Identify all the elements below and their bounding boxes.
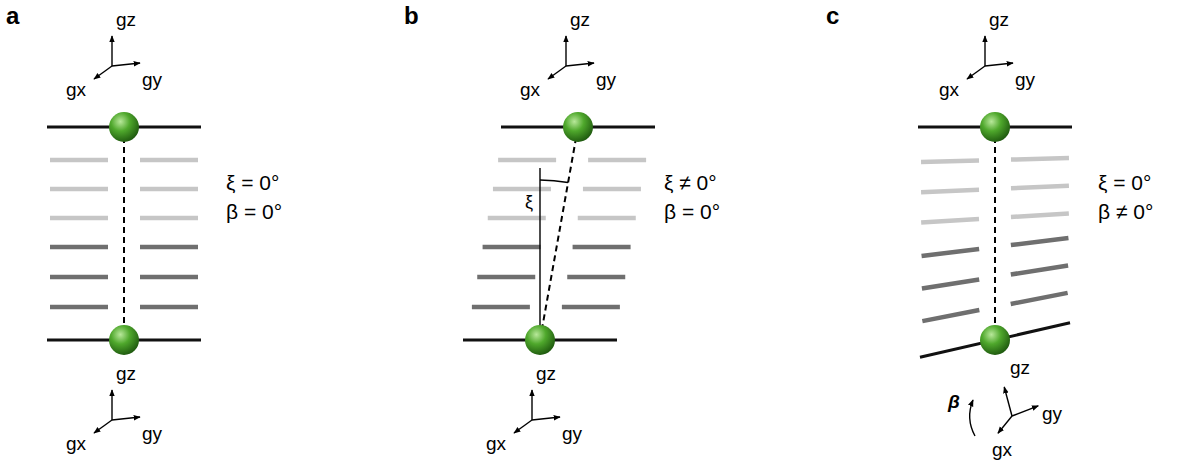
angle-symbol: β — [948, 392, 960, 411]
layer-bar — [1011, 186, 1069, 189]
spin-sphere — [980, 325, 1010, 355]
angle-value: ξ ≠ 0° — [664, 172, 717, 193]
layer-bar — [921, 219, 979, 223]
spin-sphere — [980, 112, 1010, 142]
layer-bar — [140, 275, 198, 280]
layer-bar — [1011, 293, 1068, 304]
axis-label: gy — [1042, 404, 1062, 423]
axis-triad — [94, 36, 140, 79]
layer-bar — [921, 160, 979, 162]
spin-sphere — [525, 325, 555, 355]
reference-line — [539, 168, 540, 340]
layer-bar — [140, 245, 198, 250]
layer-bar — [477, 275, 535, 280]
axis-label: gy — [142, 424, 162, 443]
layer-bar — [50, 187, 108, 192]
layer-bar — [50, 158, 108, 163]
layer-bar — [583, 187, 641, 192]
layer-bar — [140, 305, 198, 310]
axis-label: gy — [1015, 70, 1035, 89]
angle-arc — [540, 180, 568, 183]
layer-bar — [50, 275, 108, 280]
layer-bar — [1011, 213, 1069, 217]
axis-label: gz — [989, 10, 1009, 29]
layer-bar — [50, 305, 108, 310]
layer-bar — [140, 158, 198, 163]
axis-label: gx — [939, 80, 959, 99]
axis-label: gz — [536, 364, 556, 383]
dashed-axis — [123, 127, 125, 340]
layer-bar — [483, 245, 541, 250]
angle-value: β = 0° — [664, 201, 720, 222]
axis-label: gz — [116, 10, 136, 29]
layer-bar — [922, 280, 979, 289]
axis-label: gz — [570, 10, 590, 29]
axis-label: gy — [562, 424, 582, 443]
axis-label: gx — [520, 80, 540, 99]
axis-triad — [94, 390, 140, 433]
layer-bar — [140, 187, 198, 192]
layer-bar — [1011, 238, 1069, 245]
layer-bar — [922, 249, 980, 256]
layer-bar — [472, 305, 530, 310]
layer-bar — [498, 158, 556, 163]
layer-bar — [1011, 265, 1068, 274]
layer-bar — [567, 275, 625, 280]
spin-sphere — [109, 325, 139, 355]
layer-bar — [493, 187, 551, 192]
layer-bar — [50, 245, 108, 250]
layer-bar — [573, 245, 631, 250]
axis-label: gz — [1010, 358, 1030, 377]
angle-symbol: ξ — [525, 193, 533, 211]
axis-triad — [548, 36, 594, 79]
axis-label: gx — [66, 80, 86, 99]
panel-letter: a — [6, 4, 19, 28]
axis-triad — [987, 380, 1043, 433]
axis-label: gz — [116, 364, 136, 383]
rotation-arrow — [970, 400, 975, 436]
layer-bar — [140, 216, 198, 221]
layer-bar — [588, 158, 646, 163]
panel-letter: b — [404, 4, 419, 28]
layer-bar — [488, 216, 546, 221]
angle-value: β ≠ 0° — [1098, 201, 1153, 222]
layer-bar — [578, 216, 636, 221]
dashed-axis — [540, 127, 578, 340]
layer-bars — [47, 127, 1072, 357]
spin-sphere — [109, 112, 139, 142]
axis-label: gy — [142, 70, 162, 89]
angle-value: β = 0° — [226, 201, 282, 222]
layer-bar — [1011, 158, 1069, 160]
layer-bar — [562, 305, 620, 310]
panel-letter: c — [826, 4, 839, 28]
axis-triad — [967, 36, 1013, 79]
angle-value: ξ = 0° — [1098, 172, 1151, 193]
axis-label: gx — [992, 440, 1012, 459]
end-bar — [920, 323, 1070, 358]
spin-sphere — [563, 112, 593, 142]
axis-label: gx — [66, 434, 86, 453]
axis-label: gy — [596, 70, 616, 89]
axis-label: gx — [486, 434, 506, 453]
layer-bar — [922, 310, 979, 321]
dashed-axis — [994, 127, 996, 340]
layer-bar — [50, 216, 108, 221]
layer-bar — [921, 190, 979, 193]
axis-triad — [514, 390, 560, 433]
angle-value: ξ = 0° — [226, 172, 279, 193]
